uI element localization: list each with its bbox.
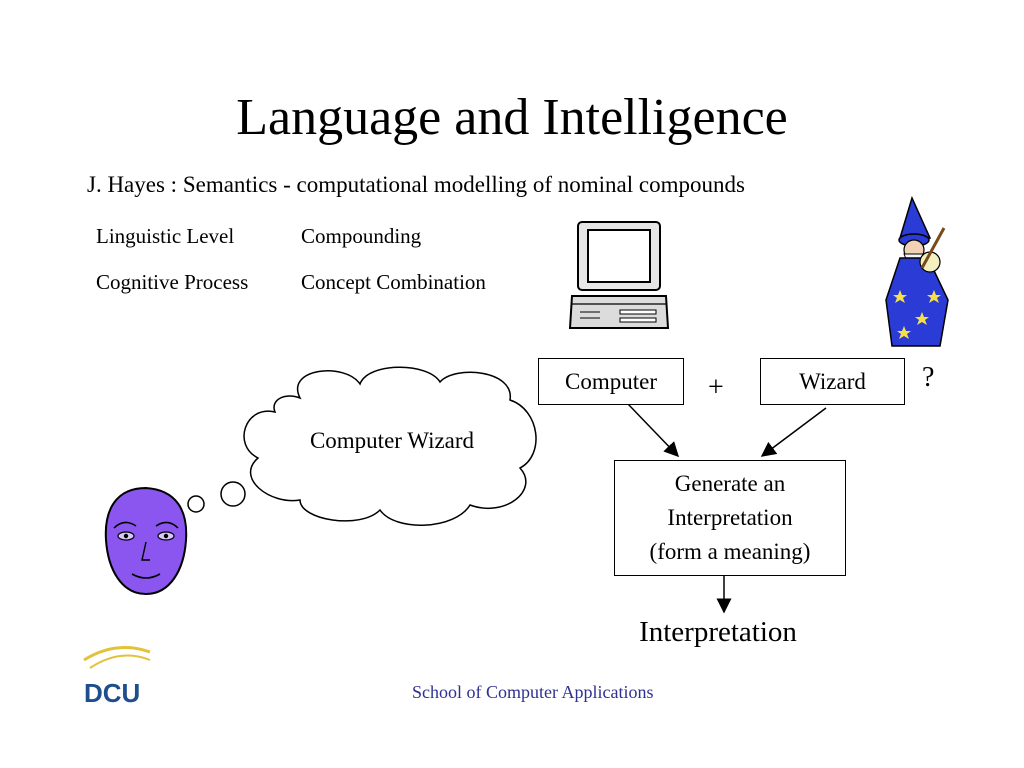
computer-box: Computer — [538, 358, 684, 405]
row-1-value: Compounding — [301, 224, 422, 248]
dcu-logo: DCU — [83, 646, 151, 708]
row-2-level: Cognitive Process — [96, 270, 249, 294]
footer-text: School of Computer Applications — [412, 682, 654, 702]
arrow-computer-to-generate — [627, 403, 680, 458]
generate-line-3: (form a meaning) — [649, 539, 811, 564]
wizard-icon — [885, 195, 949, 347]
slide-title: Language and Intelligence — [236, 89, 788, 146]
generate-box: Generate an Interpretation (form a meani… — [614, 460, 846, 576]
computer-icon — [568, 221, 670, 329]
generate-line-1: Generate an — [674, 471, 786, 496]
row-1-level: Linguistic Level — [96, 224, 235, 248]
interpretation-label: Interpretation — [639, 616, 797, 648]
slide-subtitle: J. Hayes : Semantics - computational mod… — [87, 172, 745, 197]
row-2-value: Concept Combination — [301, 270, 486, 294]
generate-line-2: Interpretation — [667, 505, 793, 530]
wizard-box: Wizard — [760, 358, 905, 405]
face-icon — [104, 486, 188, 596]
plus-sign: + — [708, 372, 724, 403]
svg-text:DCU: DCU — [84, 678, 140, 708]
question-mark: ? — [922, 362, 935, 393]
arrow-wizard-to-generate — [760, 407, 827, 457]
thought-cloud-icon — [160, 366, 537, 526]
thought-text: Computer Wizard — [309, 428, 475, 453]
